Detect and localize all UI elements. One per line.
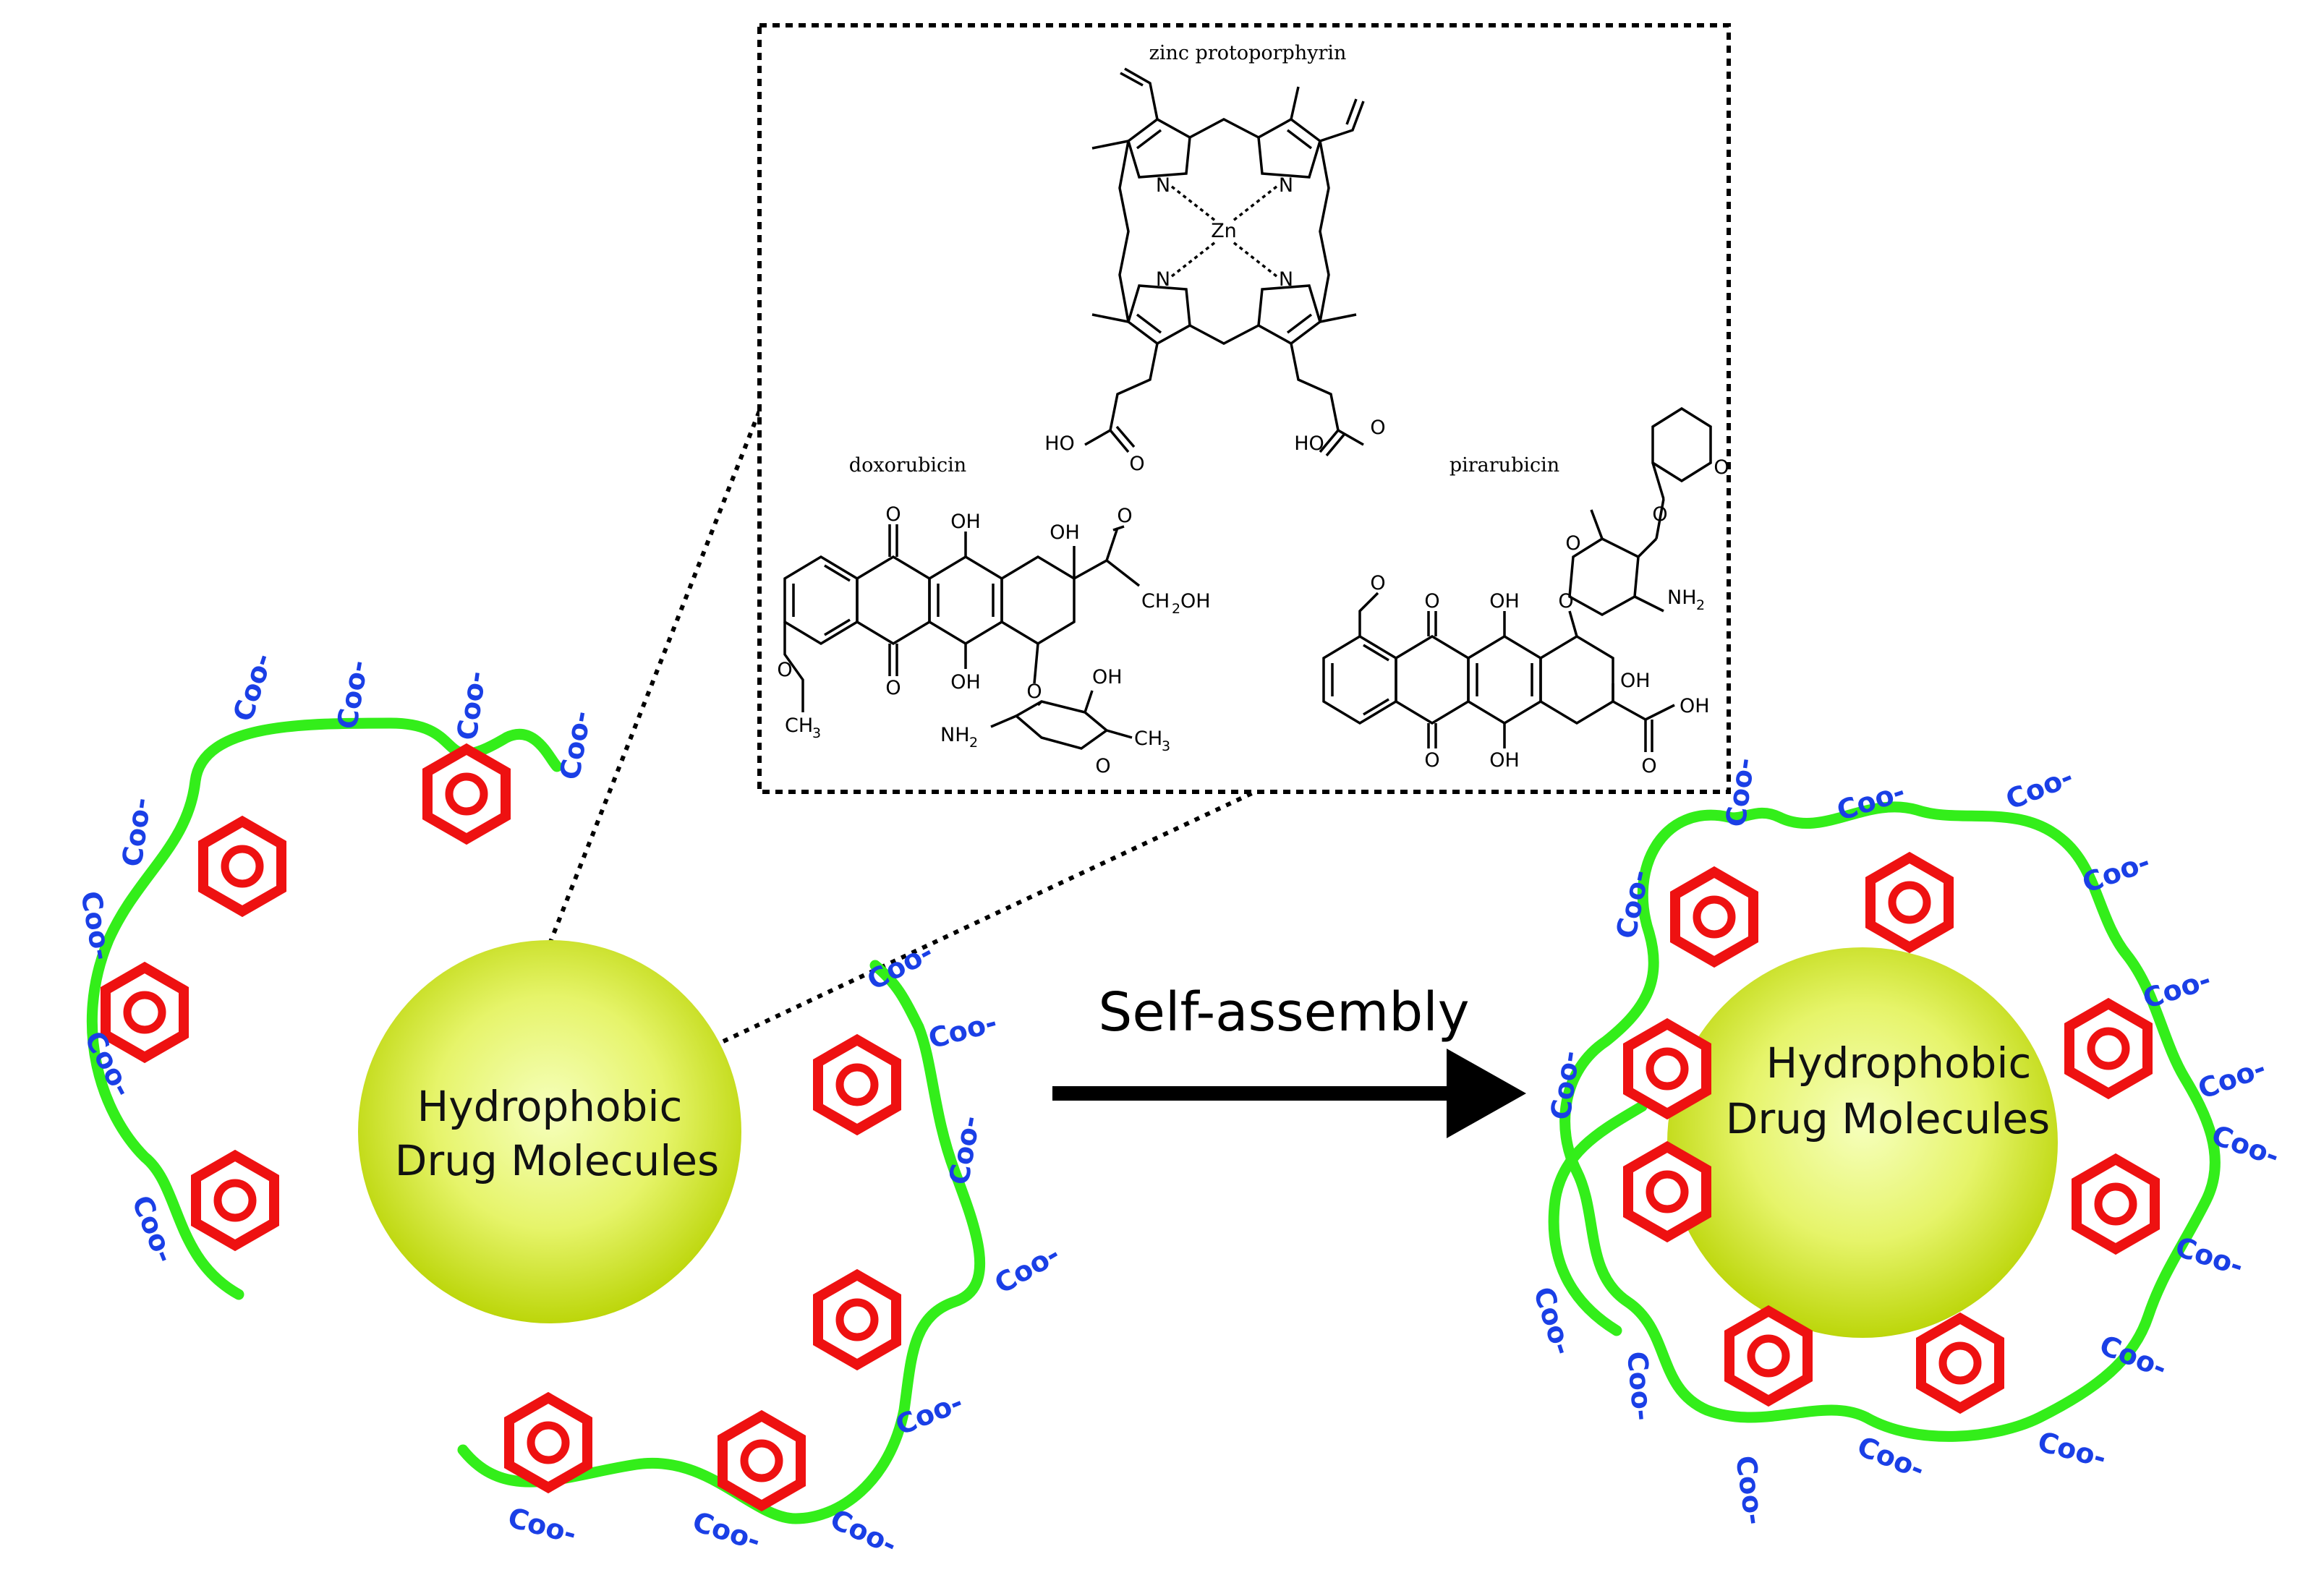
svg-text:N: N [1279,268,1293,291]
svg-text:HO: HO [1044,432,1075,455]
pirarubicin-label: pirarubicin [1450,454,1559,477]
svg-text:3: 3 [812,725,821,741]
svg-text:NH: NH [1667,586,1697,609]
self-assembly-arrow: Self-assembly [1052,981,1526,1138]
core-right-line1: Hydrophobic [1766,1038,2032,1088]
svg-text:O: O [777,659,792,681]
coo-label: Coo- [1621,1350,1659,1422]
coo-label: Coo- [1833,775,1909,827]
svg-text:CH: CH [1134,727,1162,750]
svg-text:O: O [1424,590,1439,613]
svg-text:O: O [1117,505,1132,527]
svg-text:OH: OH [950,671,981,694]
hydrophobic-core-left: Hydrophobic Drug Molecules [358,940,741,1323]
coo-label: Coo- [2078,845,2154,899]
polymer-chain-left-lower [457,960,986,1524]
zinc-protoporphyrin-atoms: N N N N Zn HO O HO O [1044,174,1385,475]
self-assembly-label: Self-assembly [1098,981,1469,1044]
coo-label: Coo- [1544,1049,1585,1122]
svg-text:OH: OH [1489,590,1520,613]
pirarubicin-structure [1322,406,1712,752]
svg-text:O: O [1641,755,1656,777]
svg-text:O: O [1652,503,1667,526]
core-left-line2: Drug Molecules [395,1136,720,1185]
coo-label: Coo- [2001,761,2077,816]
svg-text:O: O [1370,417,1385,439]
coo-label: Coo- [1729,1454,1771,1527]
svg-text:N: N [1156,174,1170,197]
coo-label: Coo- [689,1506,765,1557]
coo-label: Coo- [2035,1425,2110,1474]
svg-text:2: 2 [969,735,978,751]
doxorubicin-structure [783,524,1141,750]
svg-text:O: O [1424,749,1439,772]
coo-label: Coo- [75,889,118,963]
coo-label: Coo- [451,669,492,742]
svg-text:CH: CH [785,714,813,737]
svg-text:O: O [1714,456,1729,479]
svg-text:2: 2 [1172,601,1180,617]
svg-text:OH: OH [1180,590,1211,613]
pirarubicin-atoms: O O OH O O NH 2 O O OH O OH O OH [1370,456,1729,777]
svg-text:OH: OH [950,511,981,533]
coo-label: Coo- [925,1006,1000,1054]
svg-text:3: 3 [1162,738,1170,754]
svg-text:O: O [885,677,901,699]
coo-label: Coo- [825,1503,901,1561]
doxorubicin-label: doxorubicin [849,454,966,477]
svg-text:O: O [1129,453,1144,475]
svg-text:OH: OH [1680,695,1710,717]
zoom-lines [548,409,1256,1044]
svg-text:2: 2 [1696,597,1705,613]
micelle-assembly: Hydrophobic Drug Molecules [1548,801,2221,1442]
coo-label: Coo- [989,1238,1065,1300]
svg-text:O: O [885,503,901,526]
doxorubicin-atoms: O OH OH O CH 2 OH O OH O CH 3 O OH NH 2 … [777,503,1210,777]
coo-label: Coo- [2139,963,2215,1015]
coo-label: Coo- [2171,1231,2247,1282]
coo-label: Coo- [943,1114,987,1187]
svg-text:N: N [1279,174,1293,197]
svg-text:NH: NH [940,724,970,746]
svg-text:O: O [1565,532,1580,555]
svg-text:OH: OH [1620,670,1651,692]
core-right-line2: Drug Molecules [1726,1094,2051,1143]
coo-label: Coo- [227,649,278,725]
svg-text:O: O [1095,755,1110,777]
coo-label: Coo- [2194,1051,2270,1105]
coo-label: Coo- [116,795,157,869]
coo-label: Coo- [505,1501,580,1550]
svg-text:OH: OH [1489,749,1520,772]
svg-text:Zn: Zn [1211,220,1237,242]
svg-text:N: N [1156,268,1170,291]
svg-text:HO: HO [1294,432,1324,455]
svg-text:OH: OH [1050,521,1080,544]
core-left-line1: Hydrophobic [417,1082,683,1131]
svg-text:CH: CH [1141,590,1170,613]
svg-text:O: O [1026,680,1042,703]
svg-text:O: O [1370,572,1385,594]
coo-label: Coo- [554,709,597,782]
chemical-structures-inset [757,23,1731,794]
svg-text:O: O [1558,590,1573,613]
svg-text:OH: OH [1092,666,1123,688]
polymer-chain-left-upper [86,717,563,1300]
zinc-protoporphyrin-label: zinc protoporphyrin [1149,42,1347,64]
zinc-protoporphyrin-structure [1084,67,1365,457]
